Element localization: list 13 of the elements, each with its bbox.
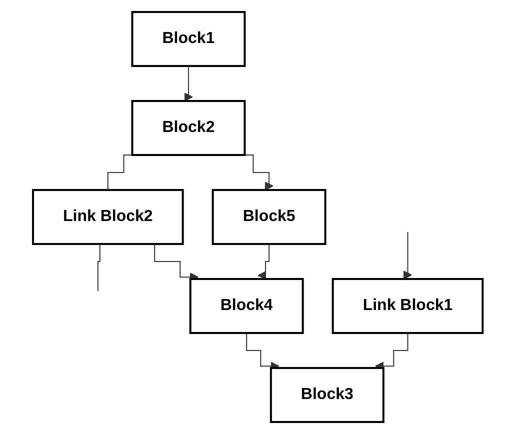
node-box: Block1 bbox=[131, 10, 246, 66]
arrow bbox=[375, 332, 408, 370]
arrow bbox=[246, 332, 280, 370]
arrow bbox=[404, 231, 412, 279]
arrow bbox=[258, 243, 270, 280]
node-box: Link Block2 bbox=[32, 188, 184, 244]
node-box: Block5 bbox=[212, 188, 326, 244]
node-box: Link Block1 bbox=[332, 278, 484, 334]
node-box: Block3 bbox=[270, 366, 385, 422]
arrow bbox=[184, 65, 194, 101]
connector bbox=[98, 243, 102, 291]
node-box: Block2 bbox=[131, 100, 246, 156]
node-box: Block4 bbox=[190, 278, 304, 334]
